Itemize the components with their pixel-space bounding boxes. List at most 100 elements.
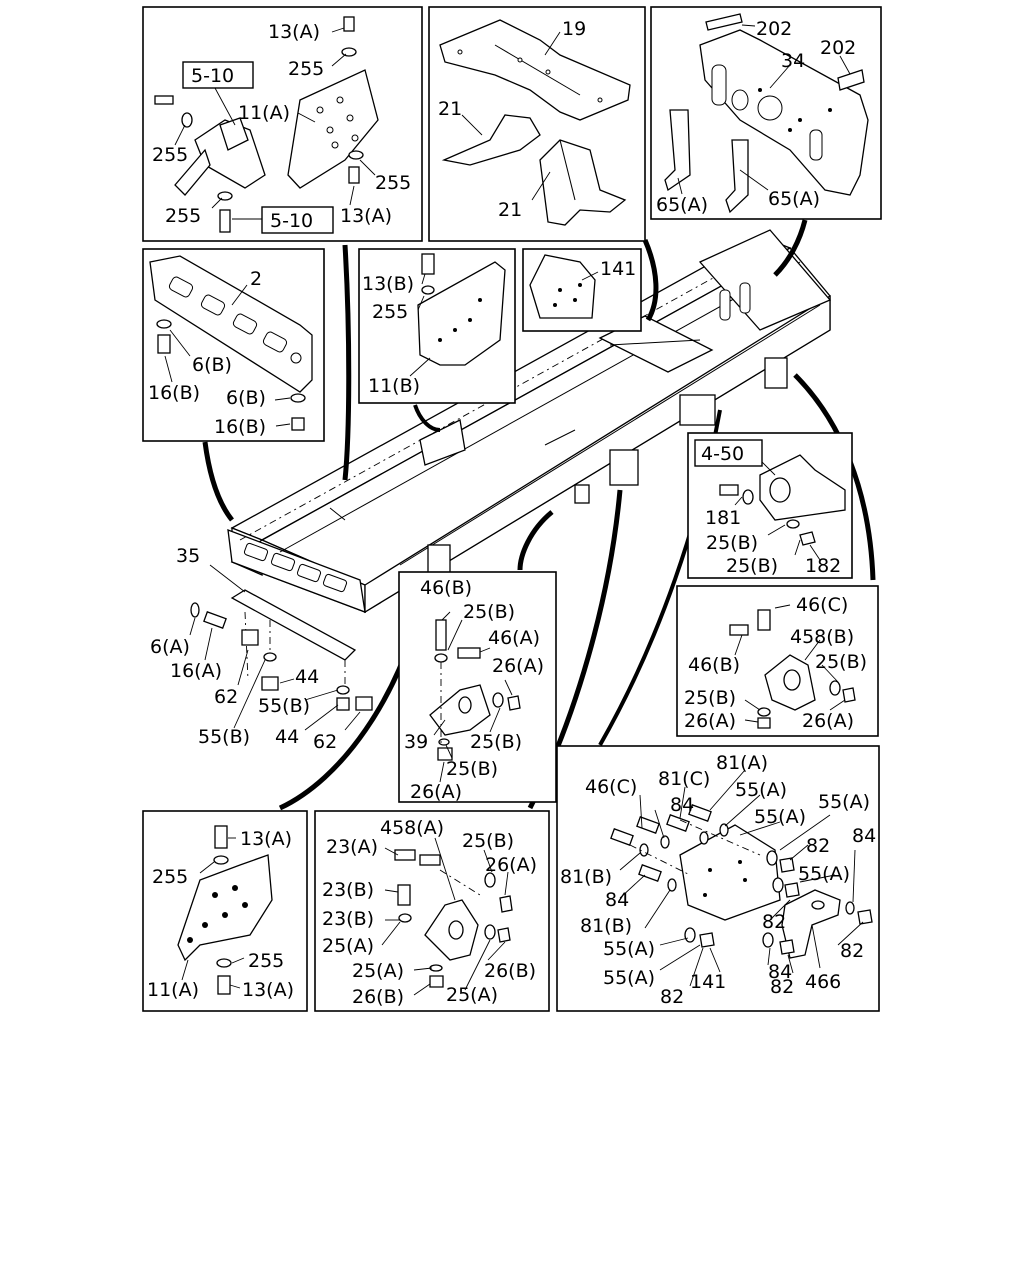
panel-bumper-plate: 35 6(A) 16(A) 62 44 55(B) 55(B) 44 62 <box>150 545 373 753</box>
callout: 23(A) <box>326 836 378 858</box>
callout: 84 <box>605 889 629 911</box>
callout: 55(A) <box>754 806 806 828</box>
callout: 55(A) <box>603 938 655 960</box>
callout: 11(B) <box>368 375 420 397</box>
callout: 2 <box>250 268 262 290</box>
panel-crossmember-19: 19 21 21 <box>428 6 646 242</box>
callout: 182 <box>805 555 841 577</box>
callout: 25(B) <box>706 532 758 554</box>
callout: 25(B) <box>684 687 736 709</box>
callout: 55(B) <box>198 726 250 748</box>
callout: 82 <box>840 940 864 962</box>
callout: 25(B) <box>726 555 778 577</box>
callout: 6(B) <box>226 387 266 409</box>
callout: 4-50 <box>701 443 744 465</box>
panel-side-bracket: 13(B) 255 11(B) <box>358 248 516 404</box>
callout: 62 <box>313 731 337 753</box>
callout: 141 <box>690 971 726 993</box>
callout: 26(A) <box>485 854 537 876</box>
panel-rear-crossmember: 202 34 202 65(A) 65(A) <box>650 6 882 220</box>
callout: 13(A) <box>340 205 392 227</box>
callout: 46(C) <box>585 776 637 798</box>
callout: 81(B) <box>560 866 612 888</box>
callout: 34 <box>781 50 805 72</box>
callout: 25(B) <box>462 830 514 852</box>
callout: 82 <box>806 835 830 857</box>
panel-bracket-141: 141 <box>522 248 642 332</box>
callout: 44 <box>295 666 319 688</box>
callout: 11(A) <box>147 979 199 1001</box>
panel-bracket-458b: 46(C) 458(B) 46(B) 25(B) 25(B) 26(A) 26(… <box>676 585 879 737</box>
callout: 84 <box>768 961 792 983</box>
callout: 255 <box>152 866 188 888</box>
callout: 65(A) <box>656 194 708 216</box>
callout: 255 <box>372 301 408 323</box>
callout: 19 <box>562 18 586 40</box>
callout: 23(B) <box>322 879 374 901</box>
callout: 46(A) <box>488 627 540 649</box>
callout: 21 <box>498 199 522 221</box>
callout: 255 <box>375 172 411 194</box>
callout: 81(A) <box>716 752 768 774</box>
callout: 13(A) <box>242 979 294 1001</box>
callout: 181 <box>705 507 741 529</box>
callout: 255 <box>165 205 201 227</box>
callout: 26(A) <box>492 655 544 677</box>
callout: 202 <box>756 18 792 40</box>
callout: 84 <box>670 794 694 816</box>
callout: 5-10 <box>191 65 234 87</box>
callout: 26(A) <box>410 781 462 803</box>
panel-front-crossmember: 2 6(B) 16(B) 6(B) 16(B) <box>142 248 325 442</box>
callout: 55(B) <box>258 695 310 717</box>
callout: 82 <box>660 986 684 1008</box>
callout: 62 <box>214 686 238 708</box>
panel-bracket-466: 46(C) 81(C) 81(A) 55(A) 84 55(A) 55(A) 8… <box>556 745 880 1012</box>
callout: 25(B) <box>463 601 515 623</box>
callout: 21 <box>438 98 462 120</box>
callout: 13(B) <box>362 273 414 295</box>
callout: 44 <box>275 726 299 748</box>
callout: 458(A) <box>380 817 444 839</box>
callout: 25(A) <box>446 984 498 1006</box>
callout: 26(A) <box>684 710 736 732</box>
callout: 26(B) <box>484 960 536 982</box>
callout: 255 <box>152 144 188 166</box>
callout: 46(B) <box>688 654 740 676</box>
callout: 81(C) <box>658 768 710 790</box>
callout: 16(B) <box>214 416 266 438</box>
callout: 6(A) <box>150 636 190 658</box>
callout: 46(C) <box>796 594 848 616</box>
callout: 55(A) <box>798 863 850 885</box>
panel-bracket-458a: 458(A) 23(A) 25(B) 26(A) 23(B) 23(B) 25(… <box>314 810 550 1012</box>
callout: 55(A) <box>603 967 655 989</box>
callout: 202 <box>820 37 856 59</box>
panel-front-bracket: 13(A) 255 5-10 11(A) 255 255 255 5-10 13… <box>142 6 423 242</box>
callout: 23(B) <box>322 908 374 930</box>
callout: 5-10 <box>270 210 313 232</box>
callout: 141 <box>600 258 636 280</box>
callout: 55(A) <box>818 791 870 813</box>
callout: 16(B) <box>148 382 200 404</box>
callout: 25(A) <box>352 960 404 982</box>
callout: 255 <box>248 950 284 972</box>
callout: 25(B) <box>815 651 867 673</box>
callout: 16(A) <box>170 660 222 682</box>
callout: 55(A) <box>735 779 787 801</box>
callout: 25(A) <box>322 935 374 957</box>
callout: 25(B) <box>446 758 498 780</box>
callout: 35 <box>176 545 200 567</box>
callout: 13(A) <box>240 828 292 850</box>
callout: 255 <box>288 58 324 80</box>
callout: 46(B) <box>420 577 472 599</box>
callout: 39 <box>404 731 428 753</box>
panel-bracket-11a-lower: 13(A) 255 255 11(A) 13(A) <box>142 810 308 1012</box>
callout: 81(B) <box>580 915 632 937</box>
callout: 84 <box>852 825 876 847</box>
callout: 11(A) <box>238 102 290 124</box>
callout: 82 <box>770 976 794 998</box>
panel-spring-hanger: 4-50 181 25(B) 25(B) 182 <box>687 432 853 579</box>
callout: 65(A) <box>768 188 820 210</box>
callout: 26(B) <box>352 986 404 1008</box>
callout: 6(B) <box>192 354 232 376</box>
